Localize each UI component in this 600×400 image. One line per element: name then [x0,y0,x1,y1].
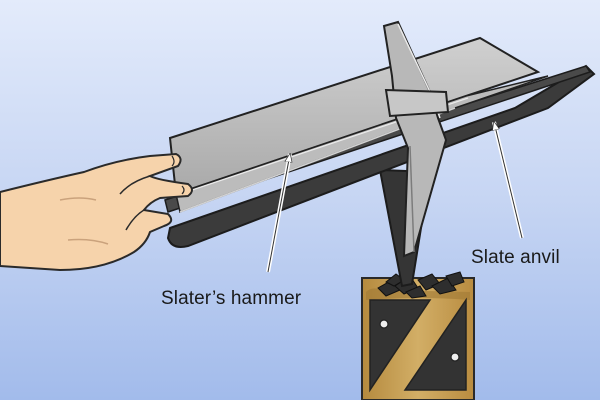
wooden-post [361,271,475,400]
metal-plate-right [403,297,467,391]
hand [0,152,193,272]
slate-anvil [164,36,596,248]
nail-icon [450,352,460,362]
label-slate-anvil: Slate anvil [471,247,560,268]
slaters-hammer [382,20,450,258]
slate-chips [377,271,465,299]
nail-icon [379,319,389,329]
arrow-slaters-hammer [267,154,290,273]
label-slaters-hammer: Slater’s hammer [161,288,302,309]
arrow-slate-anvil [494,122,523,239]
